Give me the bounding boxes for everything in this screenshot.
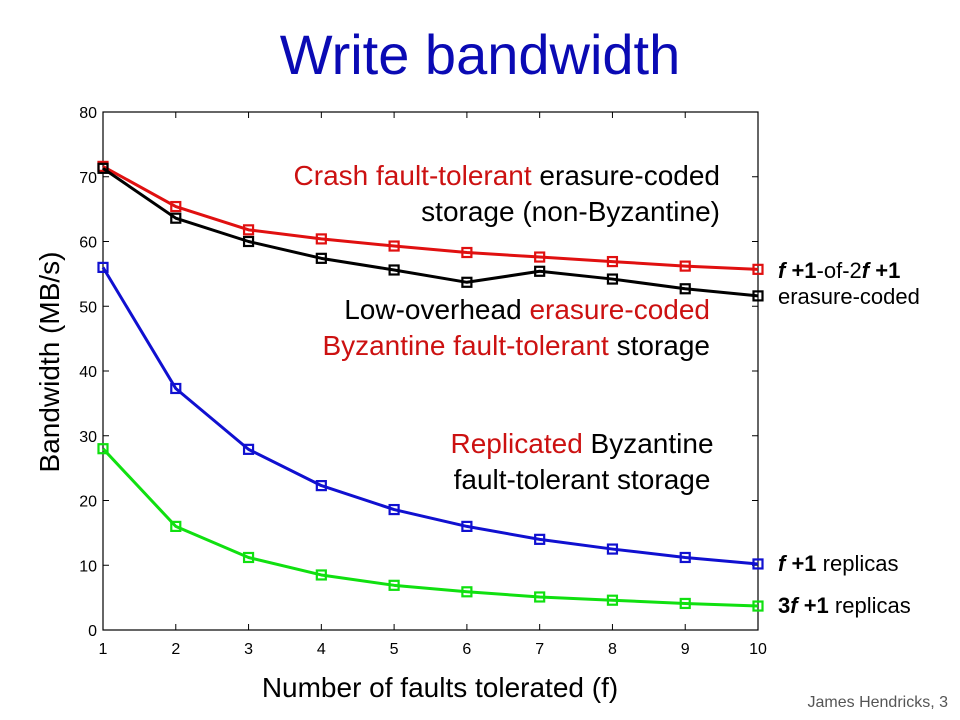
data-point bbox=[534, 265, 546, 277]
data-point bbox=[170, 212, 182, 224]
y-axis-label: Bandwidth (MB/s) bbox=[34, 251, 65, 473]
annotation-replicated-line1: Replicated Byzantine bbox=[450, 428, 714, 459]
data-point bbox=[534, 251, 546, 263]
data-point bbox=[606, 594, 619, 606]
data-point bbox=[97, 162, 109, 174]
data-point bbox=[752, 558, 764, 570]
data-point bbox=[242, 443, 255, 455]
data-point bbox=[679, 597, 691, 610]
annotation-crash-line2: storage (non-Byzantine) bbox=[421, 196, 720, 227]
annotation-low-overhead: Low-overhead erasure-coded Byzantine fau… bbox=[322, 292, 710, 364]
y-tick-label: 70 bbox=[79, 170, 97, 187]
y-tick-label: 60 bbox=[79, 235, 97, 252]
series-line-2 bbox=[102, 167, 759, 298]
label-erasure-line2: erasure-coded bbox=[778, 284, 920, 309]
series-line-1 bbox=[102, 165, 759, 271]
data-point bbox=[606, 273, 619, 285]
annotation-replicated-line2: fault-tolerant storage bbox=[453, 464, 711, 495]
annotation-low-line1: Low-overhead erasure-coded bbox=[344, 294, 710, 325]
x-tick-label: 4 bbox=[317, 641, 326, 658]
data-point bbox=[242, 224, 255, 236]
x-tick-label: 8 bbox=[608, 641, 617, 658]
x-tick-label: 7 bbox=[535, 641, 544, 658]
data-point bbox=[170, 200, 182, 213]
series-lines bbox=[97, 160, 764, 612]
data-point bbox=[752, 290, 764, 302]
footer-credit: James Hendricks, 3 bbox=[807, 694, 949, 711]
y-tick-label: 80 bbox=[79, 105, 97, 122]
x-tick-label: 10 bbox=[749, 641, 767, 658]
chart-title: Write bandwidth bbox=[279, 23, 681, 86]
data-point bbox=[242, 235, 255, 248]
data-point bbox=[461, 276, 473, 288]
label-f1-replicas: f +1 replicas bbox=[778, 551, 899, 576]
data-point bbox=[97, 261, 109, 273]
series-line-4 bbox=[101, 447, 759, 608]
data-point bbox=[752, 600, 764, 612]
x-tick-label: 1 bbox=[99, 641, 108, 658]
data-point bbox=[461, 586, 473, 598]
data-point bbox=[461, 246, 473, 259]
label-3f1-replicas: 3f +1 replicas bbox=[778, 593, 911, 618]
data-point bbox=[752, 263, 764, 275]
annotation-replicated: Replicated Byzantine fault-tolerant stor… bbox=[422, 426, 742, 498]
plot-area bbox=[102, 111, 759, 631]
data-point bbox=[679, 260, 691, 272]
y-tick-label: 40 bbox=[79, 364, 97, 381]
label-erasure-line1: f +1-of-2f +1 bbox=[778, 258, 901, 283]
data-point bbox=[170, 382, 182, 395]
data-point bbox=[679, 551, 691, 564]
series-line-3 bbox=[101, 266, 759, 566]
x-tick-label: 6 bbox=[462, 641, 471, 658]
data-point bbox=[388, 264, 400, 276]
x-axis-label: Number of faults tolerated (f) bbox=[0, 672, 880, 704]
data-point bbox=[388, 240, 400, 252]
data-point bbox=[315, 233, 327, 245]
data-point bbox=[315, 480, 327, 492]
data-point bbox=[606, 543, 619, 555]
x-tick-label: 3 bbox=[244, 641, 253, 658]
data-point bbox=[388, 579, 400, 591]
annotation-crash-tolerant: Crash fault-tolerant erasure-coded stora… bbox=[294, 158, 720, 230]
y-tick-label: 20 bbox=[79, 494, 97, 511]
label-erasure-coded: f +1-of-2f +1 erasure-coded bbox=[778, 258, 920, 310]
data-point bbox=[534, 591, 546, 603]
data-point bbox=[679, 283, 691, 295]
x-tick-label: 2 bbox=[171, 641, 180, 658]
data-point bbox=[97, 443, 109, 455]
data-point bbox=[242, 551, 255, 564]
data-point bbox=[606, 255, 619, 268]
data-point bbox=[461, 520, 473, 533]
data-point bbox=[534, 533, 546, 545]
annotation-low-line2: Byzantine fault-tolerant storage bbox=[322, 330, 710, 361]
data-point bbox=[170, 520, 182, 533]
y-tick-label: 30 bbox=[79, 429, 97, 446]
axis-ticks: 0 10 20 30 40 50 60 70 80 1 2 3 4 5 6 7 8 9 10 bbox=[79, 105, 767, 658]
data-point bbox=[315, 252, 327, 264]
annotation-crash-line1: Crash fault-tolerant erasure-coded bbox=[293, 160, 720, 191]
y-tick-label: 0 bbox=[88, 623, 97, 640]
y-tick-label: 50 bbox=[79, 299, 97, 316]
x-tick-label: 9 bbox=[681, 641, 690, 658]
y-tick-label: 10 bbox=[79, 558, 97, 575]
x-axis-label-text: Number of faults tolerated (f) bbox=[261, 672, 619, 703]
x-tick-label: 5 bbox=[390, 641, 399, 658]
data-point bbox=[388, 503, 400, 516]
data-point bbox=[315, 569, 327, 581]
